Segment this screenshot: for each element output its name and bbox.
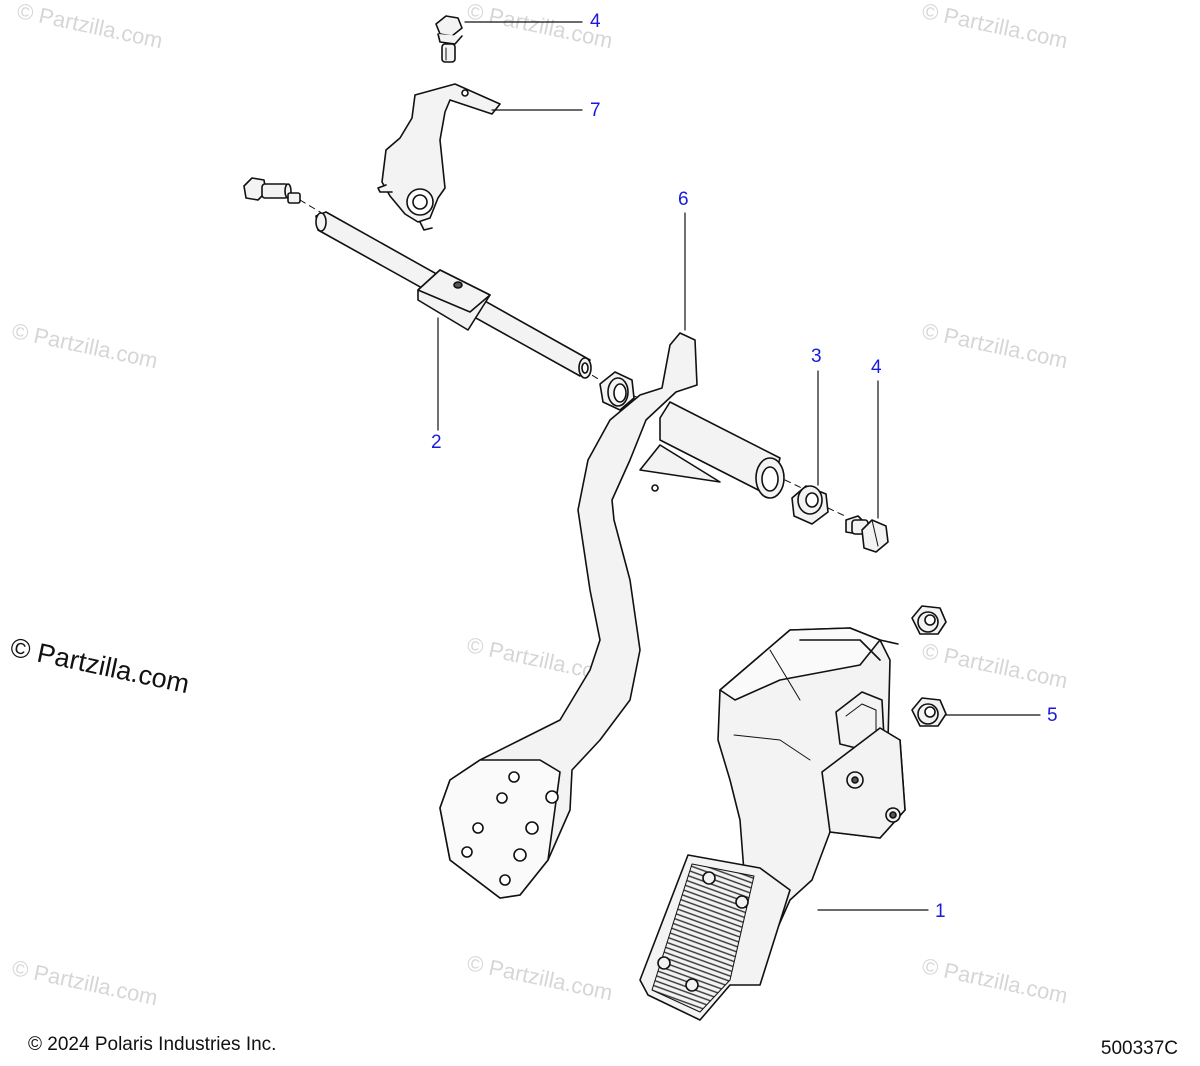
callout-number[interactable]: 5 xyxy=(1047,705,1058,726)
pivot-bolt-part xyxy=(243,177,301,204)
callout-number[interactable]: 6 xyxy=(678,189,689,210)
callout-number[interactable]: 4 xyxy=(871,357,882,378)
callout-number[interactable]: 1 xyxy=(935,901,946,922)
copyright-text: © 2024 Polaris Industries Inc. xyxy=(28,1034,277,1055)
leader-lines xyxy=(437,21,1041,911)
grommet-part xyxy=(911,605,947,727)
callout-number[interactable]: 4 xyxy=(590,11,601,32)
callout-number[interactable]: 3 xyxy=(811,346,822,367)
bolt-right-part xyxy=(845,515,889,553)
diagram-code: 500337C xyxy=(1100,1038,1178,1059)
bushing-part xyxy=(599,371,635,411)
bolt-top-part xyxy=(435,15,463,63)
washer-part xyxy=(791,485,829,525)
accelerator-pedal-part xyxy=(639,627,906,1021)
pedal-arm-part xyxy=(439,332,785,899)
pivot-shaft-part xyxy=(315,211,592,379)
callout-number[interactable]: 7 xyxy=(590,100,601,121)
bracket-part xyxy=(377,83,501,231)
callout-number[interactable]: 2 xyxy=(431,432,442,453)
